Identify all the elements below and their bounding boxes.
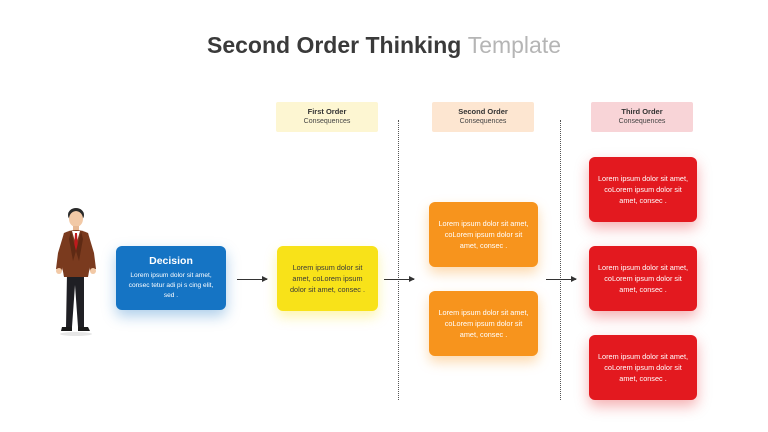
- first-order-box: Lorem ipsum dolor sit amet, coLorem ipsu…: [277, 246, 378, 311]
- decision-box: Decision Lorem ipsum dolor sit amet, con…: [116, 246, 226, 310]
- decision-text: Lorem ipsum dolor sit amet, consec tetur…: [128, 271, 214, 299]
- column-header-third-order: Third Order Consequences: [591, 102, 693, 132]
- box-text: Lorem ipsum dolor sit amet, coLorem ipsu…: [597, 263, 689, 294]
- second-order-box: Lorem ipsum dolor sit amet, coLorem ipsu…: [429, 291, 538, 356]
- column-title: Second Order: [458, 107, 508, 116]
- page-title: Second Order Thinking Template: [0, 32, 768, 59]
- box-text: Lorem ipsum dolor sit amet, coLorem ipsu…: [289, 263, 366, 294]
- arrow-right-icon: [546, 276, 577, 282]
- column-title: Third Order: [621, 107, 663, 116]
- column-subtitle: Consequences: [303, 118, 351, 125]
- divider-line: [560, 120, 561, 400]
- column-subtitle: Consequences: [618, 118, 666, 125]
- decision-title: Decision: [149, 254, 193, 267]
- arrow-right-icon: [237, 276, 268, 282]
- arrow-right-icon: [384, 276, 415, 282]
- column-title: First Order: [307, 107, 347, 116]
- column-header-first-order: First Order Consequences: [276, 102, 378, 132]
- column-header-second-order: Second Order Consequences: [432, 102, 534, 132]
- title-light: Template: [467, 32, 562, 58]
- third-order-box: Lorem ipsum dolor sit amet, coLorem ipsu…: [589, 335, 697, 400]
- businessman-icon: [56, 208, 96, 336]
- second-order-box: Lorem ipsum dolor sit amet, coLorem ipsu…: [429, 202, 538, 267]
- divider-line: [398, 120, 399, 400]
- box-text: Lorem ipsum dolor sit amet, coLorem ipsu…: [597, 174, 689, 205]
- column-subtitle: Consequences: [459, 118, 507, 125]
- box-text: Lorem ipsum dolor sit amet, coLorem ipsu…: [438, 308, 529, 339]
- third-order-box: Lorem ipsum dolor sit amet, coLorem ipsu…: [589, 246, 697, 311]
- third-order-box: Lorem ipsum dolor sit amet, coLorem ipsu…: [589, 157, 697, 222]
- box-text: Lorem ipsum dolor sit amet, coLorem ipsu…: [597, 352, 689, 383]
- title-bold: Second Order Thinking: [206, 32, 462, 58]
- box-text: Lorem ipsum dolor sit amet, coLorem ipsu…: [438, 219, 529, 250]
